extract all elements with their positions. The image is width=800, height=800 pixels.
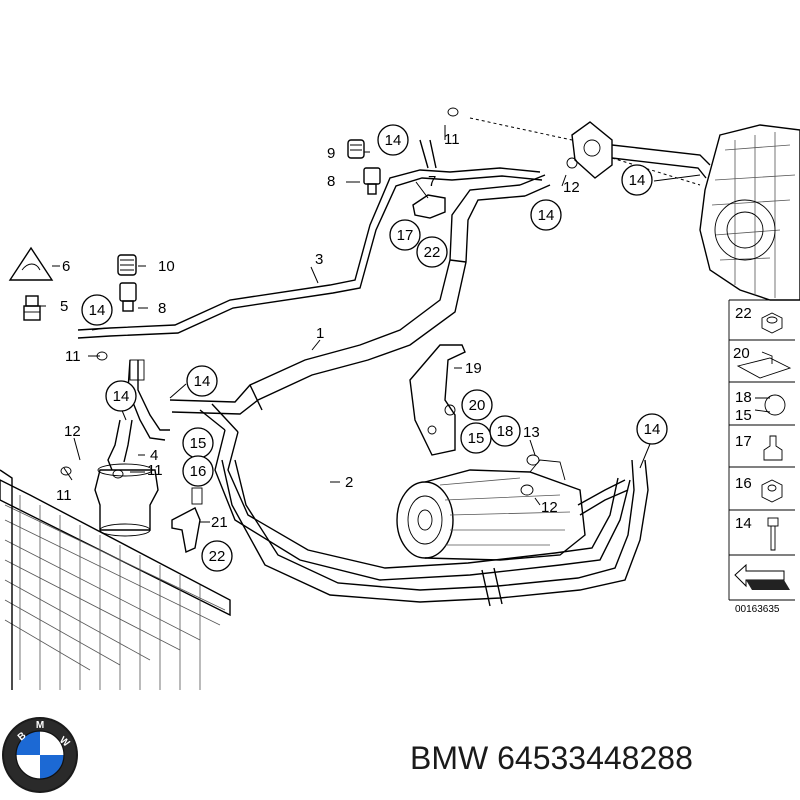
- svg-text:2: 2: [345, 474, 353, 491]
- svg-text:20: 20: [469, 397, 486, 414]
- svg-text:7: 7: [428, 173, 436, 190]
- svg-text:6: 6: [62, 258, 70, 275]
- clamp-7: [412, 194, 446, 219]
- legend-arrow-icon: [734, 563, 790, 590]
- svg-text:18: 18: [735, 389, 752, 406]
- svg-text:22: 22: [735, 305, 752, 322]
- svg-text:16: 16: [735, 475, 752, 492]
- svg-text:9: 9: [327, 145, 335, 162]
- service-valve-8-top: [363, 167, 381, 195]
- svg-text:22: 22: [209, 548, 226, 565]
- svg-text:14: 14: [629, 172, 646, 189]
- evaporator-housing: [699, 124, 800, 301]
- legend-14: 14: [735, 515, 779, 551]
- svg-text:13: 13: [523, 424, 540, 441]
- pipe-line-3: [77, 139, 543, 339]
- bmw-logo-icon: B M W: [2, 717, 78, 793]
- callout-14-mid: 14: [186, 365, 218, 397]
- svg-text:15: 15: [735, 407, 752, 424]
- svg-text:14: 14: [644, 421, 661, 438]
- svg-text:17: 17: [397, 227, 414, 244]
- legend-16: 16: [735, 475, 783, 503]
- plain-labels: 11 9 8 7 12 6 10 3 5 8 1 11 19 12 4 11 1…: [56, 131, 580, 531]
- svg-text:14: 14: [89, 302, 106, 319]
- callout-14-valve: 14: [621, 164, 653, 196]
- legend-22: 22: [735, 305, 783, 334]
- svg-text:14: 14: [735, 515, 752, 532]
- brand-name: BMW: [410, 740, 489, 776]
- callout-18: 18: [489, 415, 521, 447]
- service-valve-8-left: [119, 282, 137, 312]
- callout-15-right: 15: [460, 422, 492, 454]
- svg-text:14: 14: [194, 373, 211, 390]
- callout-bubbles: 14 14 14 17 22 14 14 14 15 16 22 20 15 1…: [81, 124, 668, 572]
- svg-text:19: 19: [465, 360, 482, 377]
- condenser: [0, 469, 231, 690]
- bracket-19: [409, 344, 466, 456]
- pipe-line-2: [199, 403, 649, 607]
- svg-text:12: 12: [541, 499, 558, 516]
- svg-text:15: 15: [468, 430, 485, 447]
- legend-18-15: 18 15: [735, 389, 786, 424]
- pipe-line-1: [169, 174, 551, 415]
- callout-15-left: 15: [182, 427, 214, 459]
- valve-cap-10: [117, 254, 137, 276]
- svg-text:20: 20: [733, 345, 750, 362]
- svg-text:4: 4: [150, 447, 158, 464]
- callout-17-top: 17: [389, 219, 421, 251]
- legend-panel: 22 20 18 15 17 16 14: [728, 299, 795, 615]
- svg-text:15: 15: [190, 435, 207, 452]
- diagram-code: 00163635: [735, 604, 780, 615]
- legend-17: 17: [735, 433, 783, 461]
- svg-text:17: 17: [735, 433, 752, 450]
- svg-text:14: 14: [385, 132, 402, 149]
- callout-14-drier: 14: [105, 380, 137, 412]
- svg-text:8: 8: [158, 300, 166, 317]
- part-number: 64533448288: [497, 740, 693, 776]
- ac-compressor: [396, 459, 586, 561]
- callout-22-bottom: 22: [201, 540, 233, 572]
- callout-14-pipe: 14: [530, 199, 562, 231]
- svg-text:8: 8: [327, 173, 335, 190]
- callout-16-left: 16: [182, 455, 214, 487]
- footer-part-label: BMW 64533448288: [410, 740, 693, 777]
- svg-text:10: 10: [158, 258, 175, 275]
- bracket-21: [171, 487, 203, 554]
- svg-text:3: 3: [315, 251, 323, 268]
- svg-text:11: 11: [147, 462, 163, 479]
- callout-14-right: 14: [636, 413, 668, 445]
- callout-14-left: 14: [81, 294, 113, 326]
- svg-text:12: 12: [64, 423, 81, 440]
- svg-text:21: 21: [211, 514, 228, 531]
- svg-text:11: 11: [56, 487, 72, 504]
- svg-text:22: 22: [424, 244, 441, 261]
- svg-text:M: M: [36, 720, 44, 731]
- svg-text:18: 18: [497, 423, 514, 440]
- callout-14-top: 14: [377, 124, 409, 156]
- svg-text:5: 5: [60, 298, 68, 315]
- svg-text:1: 1: [316, 325, 324, 342]
- legend-20: 20: [733, 345, 792, 379]
- callout-20: 20: [461, 389, 493, 421]
- pressure-sensor-5: [23, 295, 41, 321]
- leader-lines: [40, 125, 701, 523]
- receiver-drier: [94, 359, 170, 537]
- svg-text:11: 11: [65, 348, 81, 365]
- svg-text:16: 16: [190, 463, 207, 480]
- svg-text:14: 14: [538, 207, 555, 224]
- svg-text:12: 12: [563, 179, 580, 196]
- expansion-valve: [469, 117, 711, 186]
- valve-cap-9: [347, 139, 365, 159]
- o-rings: [60, 107, 578, 496]
- svg-text:11: 11: [444, 131, 460, 148]
- svg-text:14: 14: [113, 388, 130, 405]
- warning-triangle-6: [8, 246, 54, 281]
- callout-22-top: 22: [416, 236, 448, 268]
